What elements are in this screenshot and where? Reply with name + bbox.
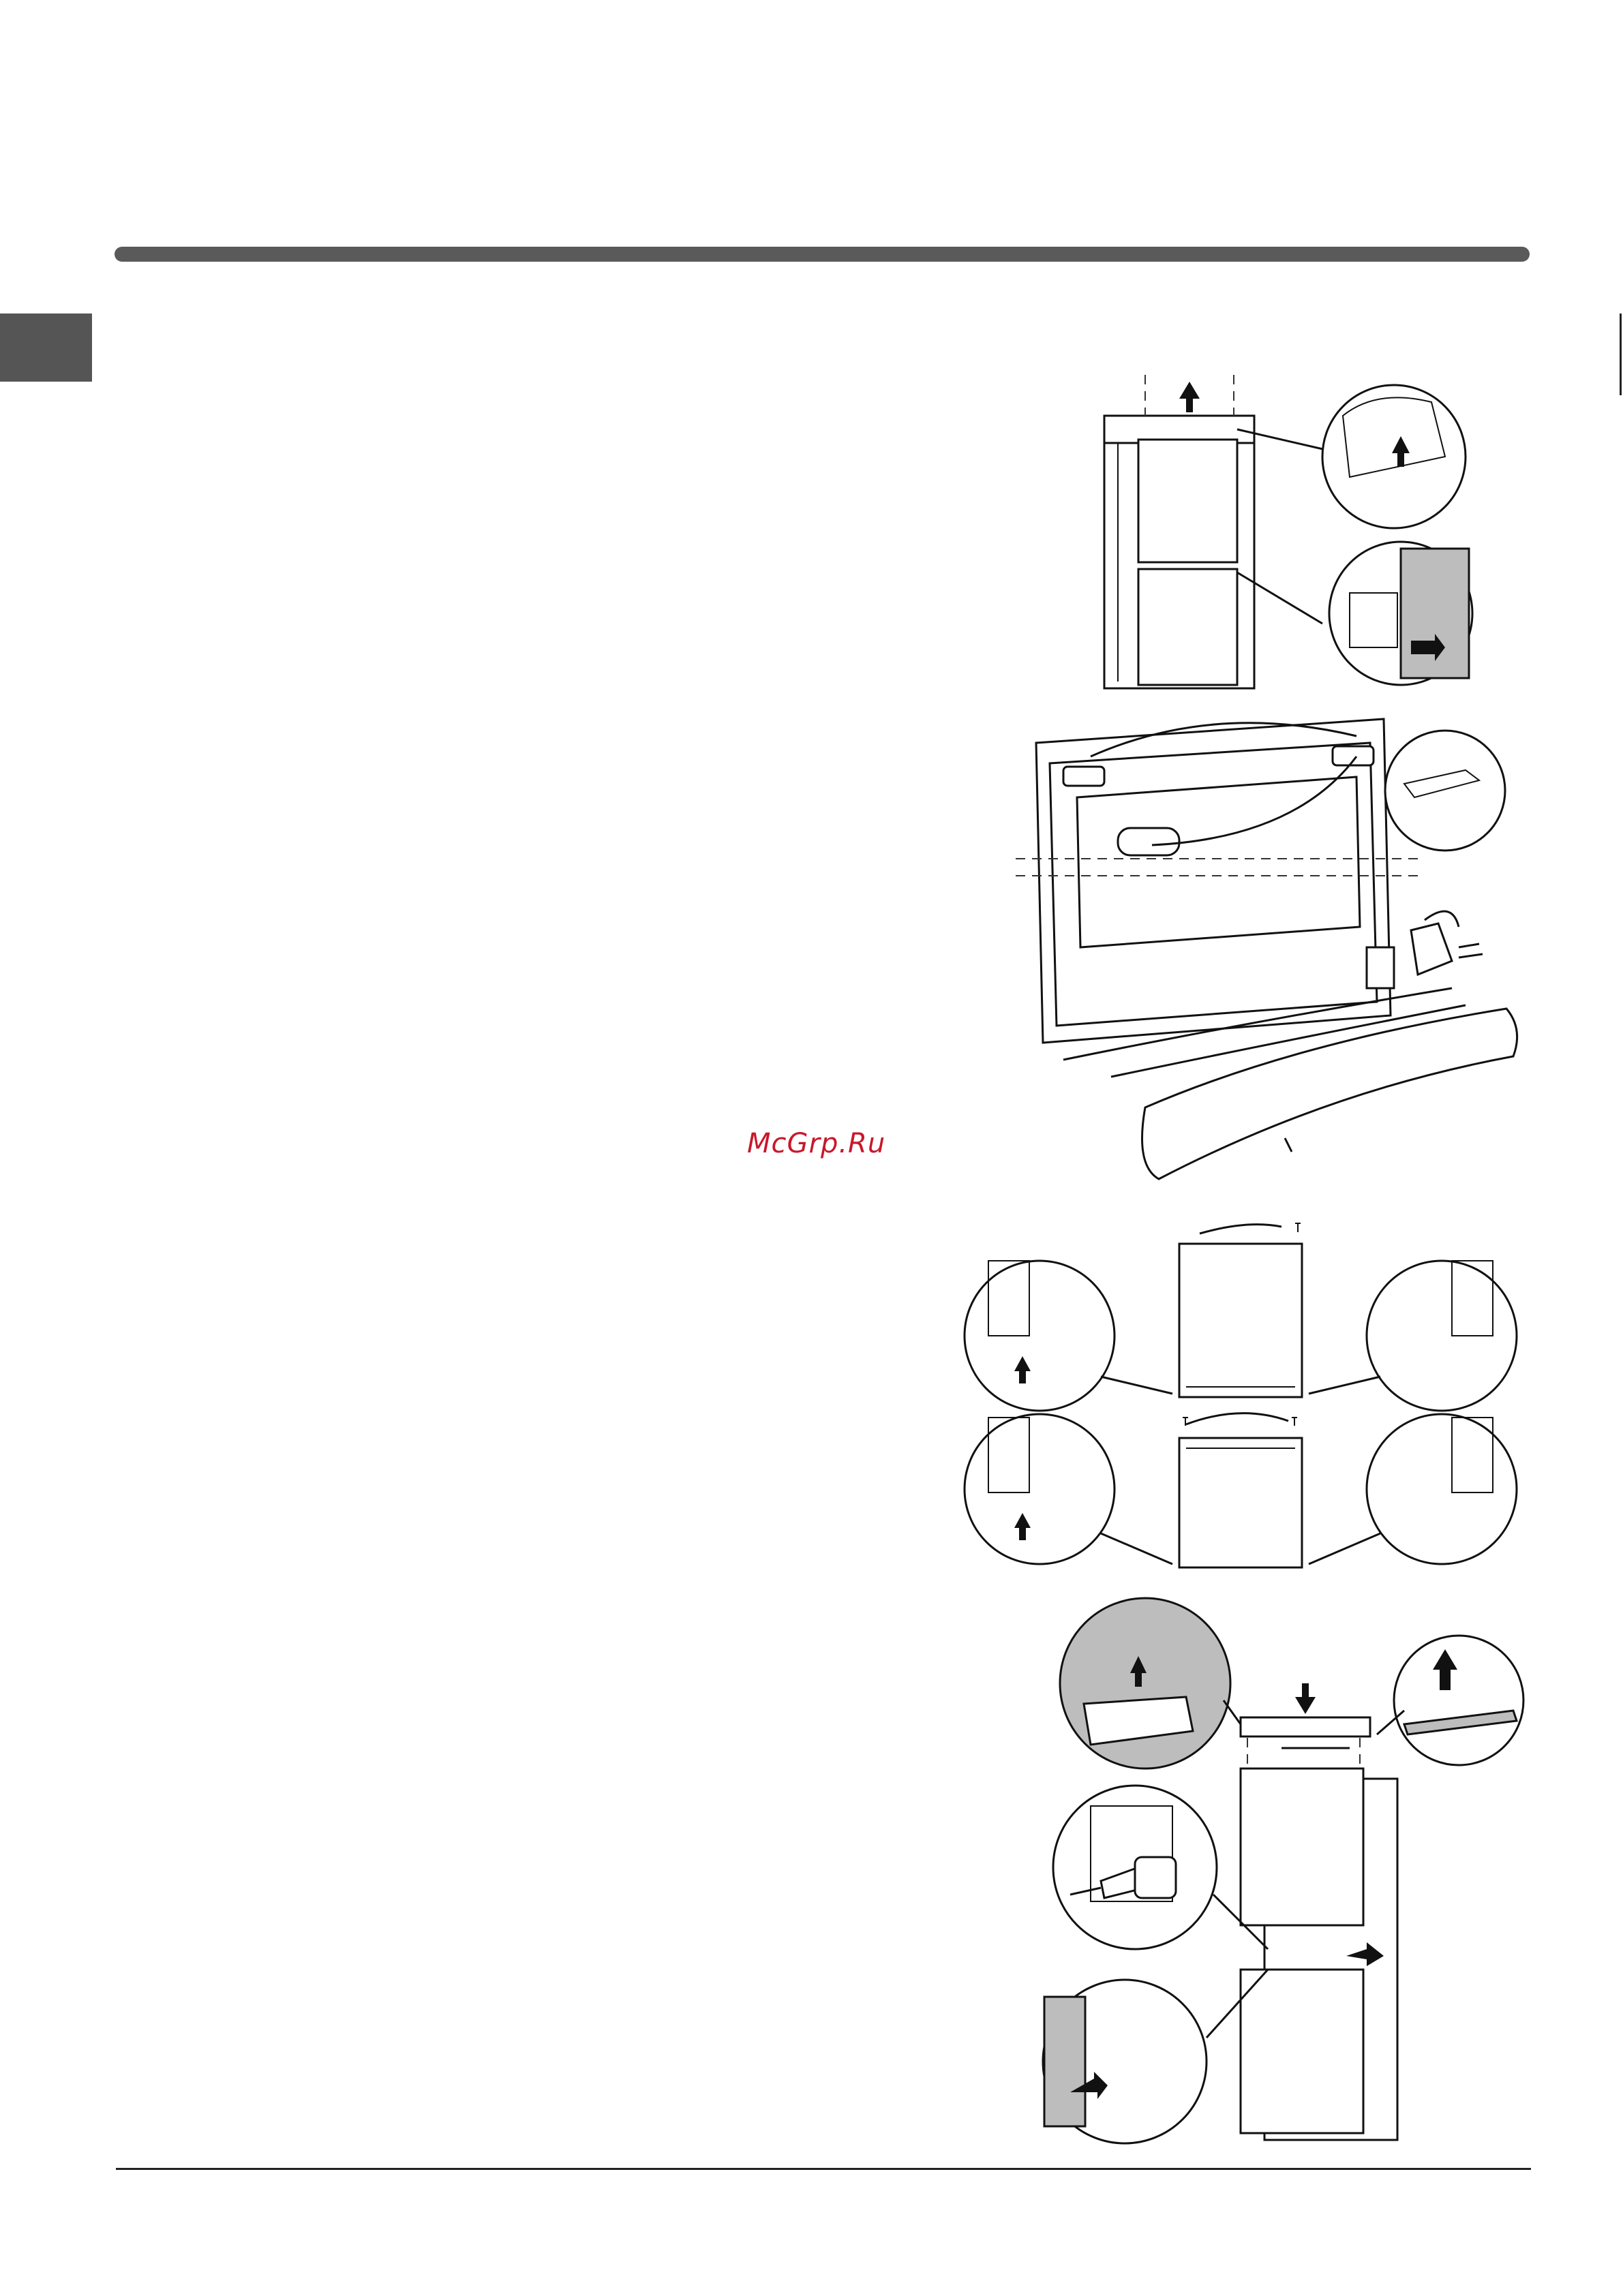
door-removal-figure [1091,375,1472,695]
door-hinge-swap-figure [954,1213,1527,1574]
page-edge-mark [1620,313,1622,395]
watermark-text: McGrp.Ru [747,1128,885,1159]
refrigerator-icon [1241,1717,1397,2140]
footer-rule [116,2168,1531,2170]
door-icon [1179,1225,1302,1567]
refrigerator-icon [1104,375,1254,688]
arrow-up-icon [1179,382,1200,412]
handle-kickplate-figure [988,688,1520,1179]
language-tab [0,313,92,382]
hinge-detail-icon [1322,385,1472,685]
door-reassembly-figure [968,1588,1527,2147]
header-rule [115,247,1530,262]
